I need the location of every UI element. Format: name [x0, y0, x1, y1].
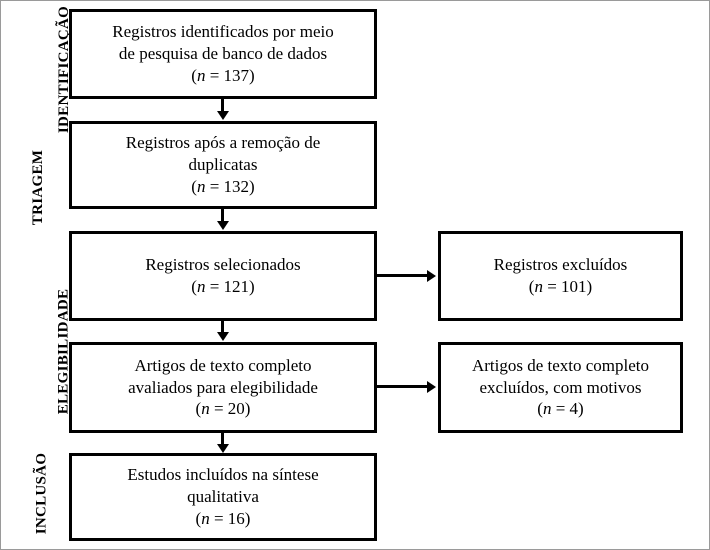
box-records-identified-count: (n = 137)	[191, 65, 255, 85]
box-fulltext-excluded-text: Artigos de texto completo excluídos, com…	[471, 355, 650, 397]
box-records-after-duplicates-count: (n = 132)	[191, 176, 255, 196]
box-records-screened-count: (n = 121)	[191, 277, 255, 296]
box-studies-included-count: (n = 16)	[195, 508, 251, 528]
connector-b4-b5-line	[221, 433, 224, 446]
stage-label-identificacao: IDENTIFICAÇÃO	[1, 6, 72, 133]
connector-b3-e1-line	[377, 274, 429, 277]
box-records-after-duplicates[interactable]: Registros após a remoção de duplicatas (…	[69, 121, 377, 209]
connector-b2-b3-arrow-icon	[216, 221, 229, 230]
stage-label-inclusao-text: INCLUSÃO	[33, 452, 50, 535]
box-fulltext-excluded-count: (n = 4)	[537, 399, 584, 419]
box-fulltext-assessed-count: (n = 20)	[195, 399, 251, 419]
box-records-excluded-count: (n = 101)	[528, 277, 593, 296]
box-studies-included[interactable]: Estudos incluídos na síntese qualitativa…	[69, 453, 377, 541]
box-records-identified[interactable]: Registros identificados por meio de pesq…	[69, 9, 377, 99]
box-records-excluded[interactable]: Registros excluídos (n = 101)	[438, 231, 683, 321]
connector-b4-b5-arrow-icon	[216, 444, 229, 453]
stage-label-inclusao: INCLUSÃO	[1, 453, 57, 535]
connector-b3-b4-line	[221, 321, 224, 334]
box-fulltext-assessed[interactable]: Artigos de texto completo avaliados para…	[69, 342, 377, 433]
box-records-screened-text: Registros selecionados	[145, 255, 301, 275]
box-fulltext-excluded[interactable]: Artigos de texto completo excluídos, com…	[438, 342, 683, 433]
connector-b1-b2-arrow-icon	[216, 111, 229, 120]
box-records-after-duplicates-text: Registros após a remoção de duplicatas	[125, 133, 321, 175]
connector-b4-e2-arrow-icon	[427, 380, 436, 393]
connector-b3-e1-arrow-icon	[427, 269, 436, 282]
stage-label-elegibilidade: ELEGIBILIDADE	[1, 289, 71, 415]
connector-b3-b4-arrow-icon	[216, 332, 229, 341]
box-studies-included-text: Estudos incluídos na síntese qualitativa	[127, 465, 319, 507]
connector-b1-b2-line	[221, 99, 224, 113]
box-records-screened[interactable]: Registros selecionados (n = 121)	[69, 231, 377, 321]
box-records-excluded-text: Registros excluídos	[493, 255, 628, 275]
stage-label-triagem: TRIAGEM	[1, 150, 57, 225]
connector-b2-b3-line	[221, 209, 224, 223]
connector-b4-e2-line	[377, 385, 429, 388]
box-records-identified-text: Registros identificados por meio de pesq…	[112, 22, 334, 64]
box-fulltext-assessed-text: Artigos de texto completo avaliados para…	[128, 355, 318, 397]
stage-label-triagem-text: TRIAGEM	[30, 149, 47, 226]
